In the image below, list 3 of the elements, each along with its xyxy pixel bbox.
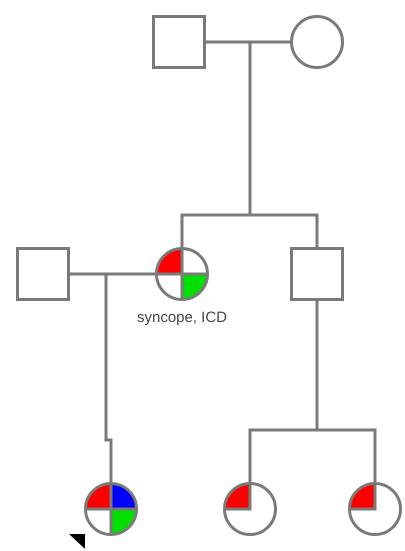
pedigree-line — [316, 301, 376, 482]
phenotype-note: syncope, ICD — [136, 308, 228, 328]
pedigree-line — [248, 40, 318, 247]
